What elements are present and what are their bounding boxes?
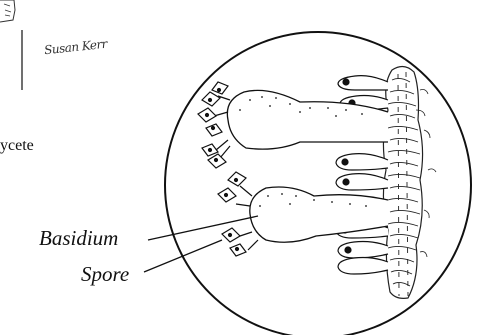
basidium-label: Basidium (39, 226, 118, 251)
caption-fragment: ycete (0, 137, 34, 155)
gill-tissue (383, 66, 436, 298)
magnification-circle (165, 32, 471, 335)
spore-label: Spore (81, 262, 129, 287)
page-corner-fragment (0, 0, 22, 90)
spore-leader-line (144, 240, 222, 272)
basidium-leader-line (148, 216, 258, 240)
upper-spores (198, 82, 230, 168)
